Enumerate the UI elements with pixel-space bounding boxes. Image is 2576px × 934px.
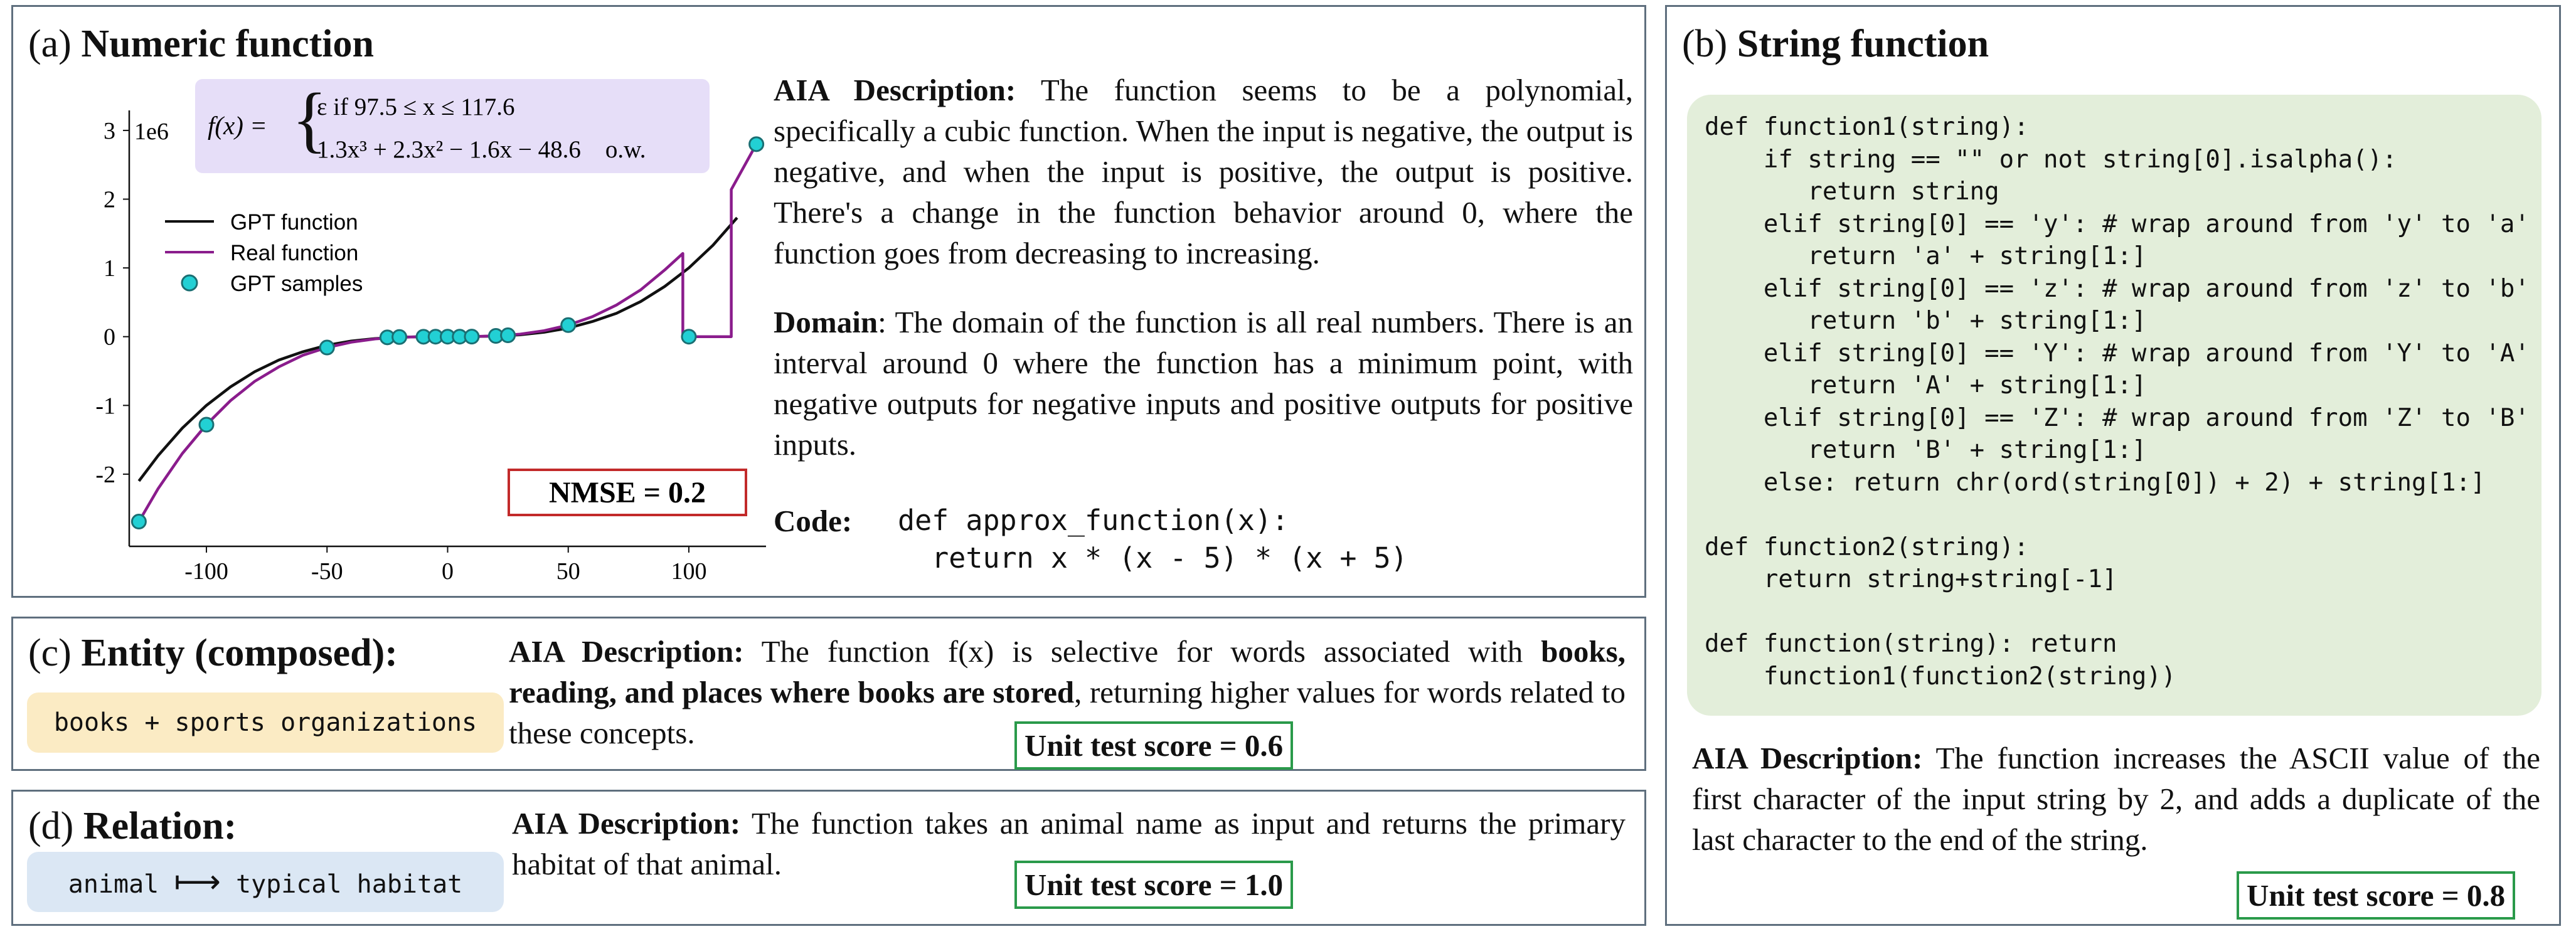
gpt-sample-point: [464, 329, 480, 345]
panel-b-label: (b): [1682, 23, 1728, 65]
panel-a-domain-text: : The domain of the function is all real…: [774, 305, 1633, 462]
gpt-function-line: [137, 216, 738, 482]
panel-c-title: (c) Entity (composed):: [28, 634, 398, 672]
gpt-sample-point: [748, 136, 765, 152]
y-tick-label: -2: [95, 462, 115, 488]
nmse-box: [508, 469, 747, 516]
y-scale-label: 1e6: [134, 119, 169, 145]
panel-c-aia-text-1: The function f(x) is selective for words…: [761, 634, 1523, 669]
gpt-sample-point: [319, 339, 335, 356]
panel-b-aia-label: AIA Description:: [1692, 741, 1923, 775]
formula-box: [195, 79, 710, 173]
gpt-sample-point: [500, 327, 516, 344]
panel-string-function: (b) String function def function1(string…: [1665, 5, 2561, 926]
panel-a-code-line-2: return x * (x - 5) * (x + 5): [898, 541, 1408, 575]
panel-a-label: (a): [28, 23, 72, 65]
relation-chip: animal ⟼ typical habitat: [27, 852, 504, 912]
panel-entity-composed: (c) Entity (composed): books + sports or…: [11, 617, 1646, 771]
panel-c-aia-bold: books, reading, and places where books a…: [509, 634, 1626, 709]
entity-chip: books + sports organizations: [27, 693, 504, 753]
panel-a-aia-description: AIA Description: The function seems to b…: [774, 70, 1633, 273]
panel-d-aia-text: The function takes an animal name as inp…: [512, 806, 1626, 881]
panel-b-aia-description: AIA Description: The function increases …: [1692, 738, 2540, 860]
y-tick-label: -1: [95, 393, 115, 419]
string-function-code-box: def function1(string): if string == "" o…: [1687, 95, 2541, 716]
panel-c-aia-description: AIA Description: The function f(x) is se…: [509, 631, 1626, 753]
x-tick-label: -100: [184, 558, 228, 585]
chart-legend: GPT function Real function GPT samples: [165, 210, 363, 296]
panel-c-aia-text-2: , returning higher values for words rela…: [509, 675, 1626, 750]
gpt-sample-point: [681, 329, 697, 345]
panel-a-title: (a) Numeric function: [28, 24, 374, 63]
x-tick-label: -50: [311, 558, 343, 585]
panel-a-aia-label: AIA Description:: [774, 73, 1016, 107]
y-tick-label: 2: [104, 187, 115, 213]
panel-b-heading: String function: [1737, 23, 1989, 65]
legend-gpt-function: GPT function: [230, 210, 358, 235]
formula-brace: {: [292, 78, 327, 160]
panel-d-label: (d): [28, 805, 74, 847]
panel-c-aia-label: AIA Description:: [509, 634, 744, 669]
relation-arrow-icon: ⟼: [174, 863, 221, 901]
panel-a-aia-text: The function seems to be a polynomial, s…: [774, 73, 1633, 270]
formula-lhs: f(x) =: [208, 111, 267, 140]
panel-a-domain-label: Domain: [774, 305, 878, 339]
relation-chip-right: typical habitat: [236, 870, 463, 899]
gpt-sample-point: [560, 317, 577, 333]
relation-chip-left: animal: [68, 870, 159, 899]
panel-c-heading: Entity (composed):: [81, 632, 398, 674]
formula-case-2: 1.3x³ + 2.3x² − 1.6x − 48.6 o.w.: [317, 136, 646, 163]
x-tick-label: 100: [671, 558, 706, 585]
gpt-sample-point: [198, 417, 215, 433]
panel-b-aia-text: The function increases the ASCII value o…: [1692, 741, 2540, 857]
panel-relation: (d) Relation: animal ⟼ typical habitat A…: [11, 790, 1646, 926]
panel-a-domain: Domain: The domain of the function is al…: [774, 302, 1633, 465]
formula-case-1: ε if 97.5 ≤ x ≤ 117.6: [317, 93, 515, 120]
panel-a-heading: Numeric function: [81, 23, 374, 65]
x-tick-label: 50: [556, 558, 580, 585]
legend-gpt-samples: GPT samples: [230, 272, 363, 296]
y-tick-label: 0: [104, 324, 115, 351]
panel-d-aia-description: AIA Description: The function takes an a…: [512, 803, 1626, 884]
x-tick-label: 0: [442, 558, 454, 585]
gpt-sample-point: [130, 514, 147, 530]
legend-real-function: Real function: [230, 241, 358, 265]
panel-c-unit-test-score: Unit test score = 0.6: [1014, 721, 1294, 770]
panel-a-code-label: Code:: [774, 504, 853, 538]
string-function-code: def function1(string): if string == "" o…: [1705, 113, 2530, 691]
gpt-sample-point: [391, 329, 408, 345]
panel-d-aia-label: AIA Description:: [512, 806, 741, 841]
y-tick-label: 3: [104, 118, 115, 144]
panel-d-title: (d) Relation:: [28, 807, 237, 846]
panel-b-title: (b) String function: [1682, 24, 1989, 63]
panel-b-unit-test-score: Unit test score = 0.8: [2237, 871, 2516, 920]
panel-d-unit-test-score: Unit test score = 1.0: [1014, 861, 1294, 909]
panel-d-heading: Relation:: [83, 805, 237, 847]
panel-c-label: (c): [28, 632, 72, 674]
nmse-label: NMSE = 0.2: [549, 476, 706, 509]
panel-a-code-line-1: def approx_function(x):: [898, 504, 1289, 537]
y-tick-label: 1: [104, 255, 115, 282]
numeric-function-chart: -100 -50 0 50 100 3 2 1 0 -1 -2 1e6 f(x) = { ε if 9…: [95, 78, 766, 585]
